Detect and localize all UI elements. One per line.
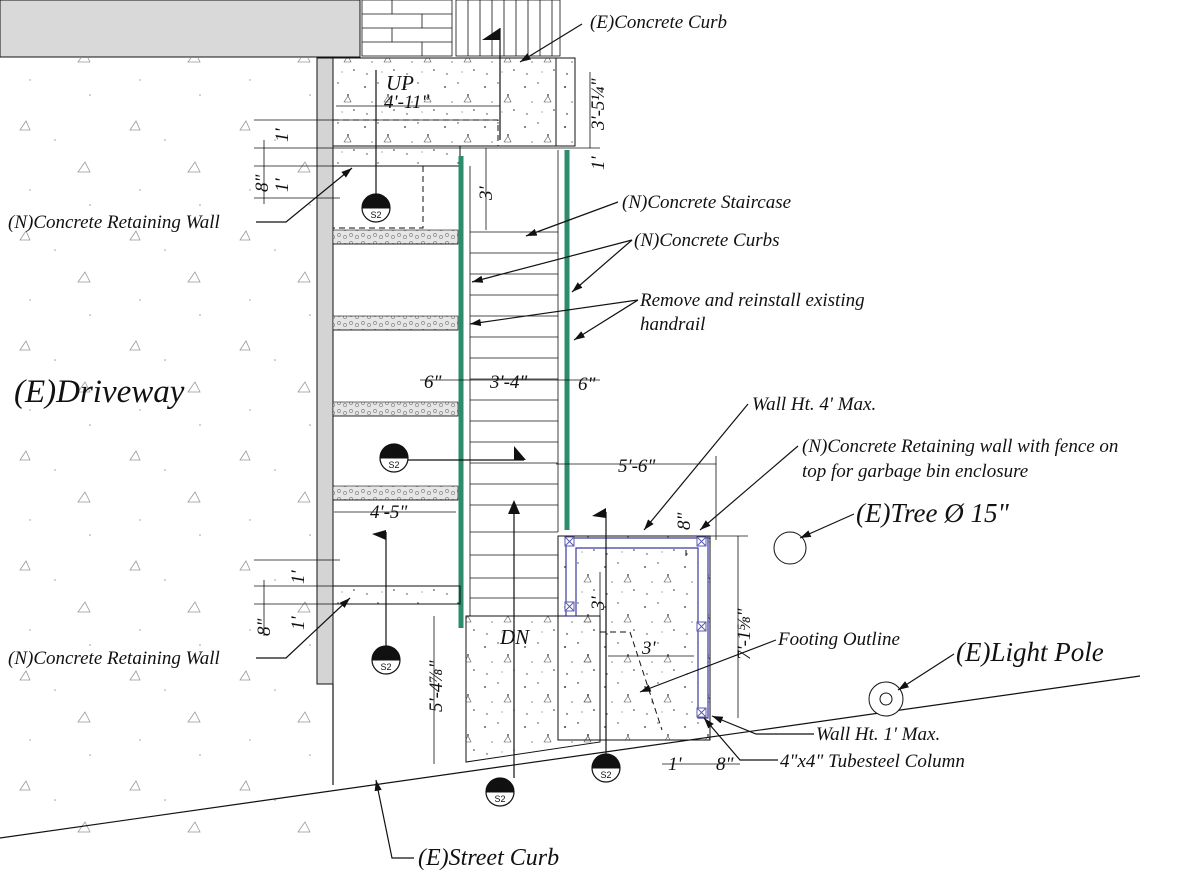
svg-text:C: C: [603, 758, 610, 768]
dim-three-ft-upper: 3': [476, 186, 497, 202]
enclosure-wall: [565, 537, 709, 719]
dim-three-ft-horizontal: 3': [641, 638, 657, 659]
gravel-band: [332, 485, 459, 501]
section-mark-e: E S2: [361, 70, 391, 223]
label-street-curb: (E)Street Curb: [418, 845, 559, 871]
dim-three-ft-vertical: 3': [588, 596, 609, 612]
dim-six-in-left: 6": [424, 372, 443, 393]
label-dn: DN: [499, 625, 530, 649]
section-mark-c: C S2: [591, 508, 621, 783]
light-pole-inner: [879, 692, 893, 706]
leader-lines: [256, 23, 955, 859]
siding-pattern: [455, 0, 561, 57]
svg-text:D: D: [383, 650, 390, 660]
street-curb-line: [0, 675, 1141, 839]
tubesteel-columns: [564, 536, 707, 718]
dim-eight-in-lower: 8": [254, 618, 275, 637]
top-curb: [555, 57, 576, 147]
dim-eight-in-upper: 8": [252, 174, 273, 193]
label-concrete-curbs: (N)Concrete Curbs: [634, 230, 779, 251]
svg-text:S2: S2: [388, 460, 399, 470]
label-tree: (E)Tree Ø 15": [856, 498, 1009, 528]
section-mark-d: D S2: [371, 530, 401, 675]
gravel-band: [332, 315, 459, 331]
svg-text:S2: S2: [600, 770, 611, 780]
dim-one-foot-lower-b: 1': [288, 616, 309, 631]
dim-top-right-height: 3'-5¼": [588, 77, 609, 131]
gravel-band: [332, 401, 459, 417]
svg-text:A: A: [497, 782, 503, 792]
dim-enclosure-height: 7'-1⅝": [734, 607, 755, 660]
label-wall-ht-1: Wall Ht. 1' Max.: [816, 724, 940, 745]
enclosure-pad: [557, 535, 711, 741]
section-mark-a: A S2: [485, 500, 520, 807]
section-mark-b: B S2: [379, 443, 526, 473]
dim-six-in-right: 6": [578, 374, 597, 395]
label-tubesteel: 4"x4" Tubesteel Column: [780, 751, 965, 772]
dim-one-foot-a: 1': [272, 128, 293, 143]
dim-bottom-eight: 8": [716, 754, 735, 775]
dimension-lines: [254, 72, 748, 765]
label-up: UP: [386, 71, 414, 95]
dim-eight-in-enclosure: 8": [674, 512, 695, 531]
label-footing-outline: Footing Outline: [777, 629, 900, 650]
label-handrail-line2: handrail: [640, 314, 705, 335]
north-flags: [482, 28, 501, 140]
gravel-band: [332, 229, 459, 245]
svg-text:S2: S2: [380, 662, 391, 672]
svg-text:S2: S2: [370, 210, 381, 220]
brick-pattern: [361, 0, 453, 57]
dim-one-foot-lower-a: 1': [288, 570, 309, 585]
dim-enclosure-width: 5'-6": [618, 456, 656, 477]
label-driveway: (E)Driveway: [14, 374, 185, 410]
label-concrete-staircase: (N)Concrete Staircase: [622, 192, 791, 213]
dim-landing-height: 5'-4⅞": [426, 659, 447, 712]
label-retaining-wall-fence-line2: top for garbage bin enclosure: [802, 461, 1028, 482]
dim-stair-width: 3'-4": [489, 372, 528, 393]
svg-text:B: B: [391, 448, 397, 458]
existing-building: [0, 0, 361, 58]
dim-lower-width: 4'-5": [370, 502, 408, 523]
dim-top-width: 4'-11": [384, 92, 430, 113]
tree-symbol: [773, 531, 807, 565]
top-landing: [332, 57, 576, 147]
driveway-edge-wall: [316, 57, 334, 685]
light-pole-outer: [868, 681, 904, 717]
upper-retaining-wall: [332, 145, 461, 167]
dim-one-foot-b: 1': [588, 156, 609, 171]
label-light-pole: (E)Light Pole: [956, 637, 1104, 667]
driveway-area: [0, 58, 318, 838]
lower-retaining-wall: [332, 585, 461, 605]
dim-one-foot-c: 1': [272, 178, 293, 193]
label-retaining-wall-lower: (N)Concrete Retaining Wall: [8, 648, 220, 669]
dim-bottom-one: 1': [668, 754, 683, 775]
label-retaining-wall-fence-line1: (N)Concrete Retaining wall with fence on: [802, 436, 1118, 457]
label-wall-ht-4: Wall Ht. 4' Max.: [752, 394, 876, 415]
label-handrail-line1: Remove and reinstall existing: [639, 290, 865, 311]
svg-text:E: E: [373, 198, 379, 208]
label-existing-concrete-curb: (E)Concrete Curb: [590, 12, 727, 33]
label-retaining-wall-upper: (N)Concrete Retaining Wall: [8, 212, 220, 233]
svg-text:S2: S2: [494, 794, 505, 804]
